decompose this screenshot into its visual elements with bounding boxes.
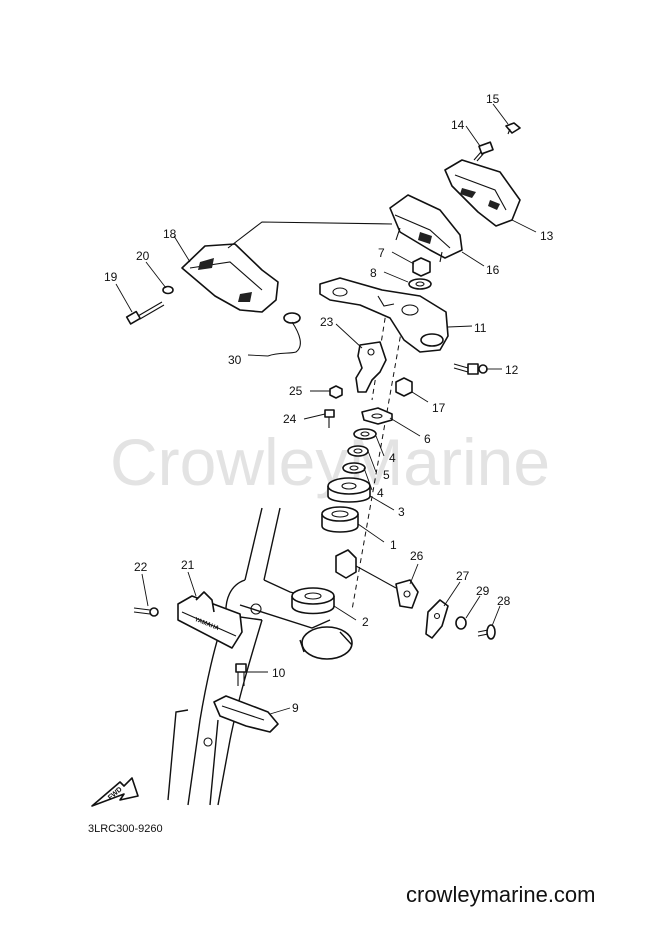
part-25-nut	[329, 385, 343, 399]
part-30-wire-clip	[267, 312, 301, 357]
part-18-lower-holder	[181, 221, 393, 313]
part-24-bolt	[324, 409, 335, 428]
part-14-bolt	[473, 141, 494, 162]
callout-22: 22	[134, 560, 148, 574]
callout-8: 8	[370, 266, 377, 280]
part-16-upper-holder	[389, 194, 463, 263]
callout-12: 12	[505, 363, 519, 377]
part-22-bolt	[133, 607, 159, 617]
callout-7: 7	[378, 246, 385, 260]
site-url[interactable]: crowleymarine.com	[406, 882, 596, 907]
callout-14: 14	[451, 118, 465, 132]
callout-30: 30	[228, 353, 242, 367]
part-23-bracket	[355, 341, 387, 393]
callout-29: 29	[476, 584, 490, 598]
callout-1: 1	[390, 538, 397, 552]
part-8-washer	[408, 278, 432, 290]
callout-21: 21	[181, 558, 195, 572]
callout-13: 13	[540, 229, 554, 243]
diagram-code: 3LRC300-9260	[88, 823, 163, 835]
callout-25: 25	[289, 384, 303, 398]
part-1-bearing	[321, 506, 359, 533]
part-11-upper-bracket	[319, 277, 449, 353]
callout-19: 19	[104, 270, 118, 284]
fwd-arrow: FWD	[91, 777, 139, 807]
part-21-crown: YAMAHA	[177, 591, 243, 649]
part-9-lower-cover	[213, 695, 279, 733]
part-4-lower-nut	[342, 462, 366, 474]
callout-18: 18	[163, 227, 177, 241]
callout-10: 10	[272, 666, 286, 680]
part-7-nut	[412, 257, 431, 277]
callout-2: 2	[362, 615, 369, 629]
part-10-bolt	[235, 663, 247, 686]
part-4-upper-nut	[353, 428, 377, 440]
part-15-screw	[505, 122, 521, 135]
callout-4a: 4	[389, 451, 396, 465]
part-27-lock-cover	[425, 599, 449, 639]
part-19-bolt	[125, 301, 165, 325]
callout-3: 3	[398, 505, 405, 519]
part-29-washer	[455, 616, 467, 630]
callout-15: 15	[486, 92, 500, 106]
callout-16: 16	[486, 263, 500, 277]
part-5-washer	[347, 445, 369, 457]
part-13-holder-cover	[444, 159, 521, 227]
callout-27: 27	[456, 569, 470, 583]
callout-17: 17	[432, 401, 446, 415]
part-3-cover	[327, 477, 371, 503]
leader-lines	[115, 103, 537, 715]
part-17-collar	[395, 377, 413, 397]
callout-24: 24	[283, 412, 297, 426]
callout-4b: 4	[377, 486, 384, 500]
callout-6: 6	[424, 432, 431, 446]
part-28-screw	[477, 624, 496, 640]
callout-26: 26	[410, 549, 424, 563]
part-26-steering-lock	[335, 549, 419, 609]
steering-axis-line	[351, 309, 406, 611]
part-6-ring-nut	[361, 407, 393, 425]
callout-9: 9	[292, 701, 299, 715]
callout-28: 28	[497, 594, 511, 608]
callout-11: 11	[474, 321, 487, 335]
callouts: 15 14 13 16 7 8 11 12 17 23 25 24 30 18 …	[104, 92, 554, 715]
part-2-bearing	[291, 587, 335, 615]
callout-23: 23	[320, 315, 334, 329]
frame-outline	[167, 507, 353, 806]
part-20-washer	[162, 285, 174, 295]
part-12-pinch-bolt	[453, 363, 488, 375]
callout-20: 20	[136, 249, 150, 263]
callout-5: 5	[383, 468, 390, 482]
